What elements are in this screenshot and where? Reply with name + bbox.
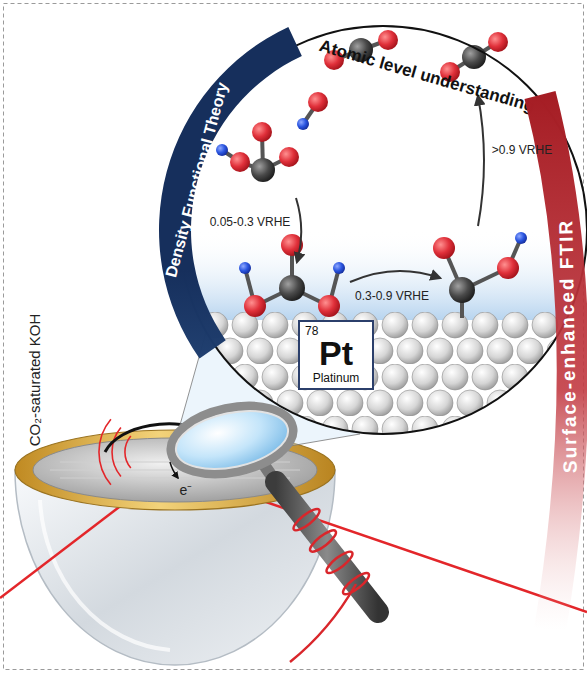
electrolyte-haze: [170, 230, 587, 320]
cone-line: [290, 434, 360, 446]
atr-prism: [0, 430, 587, 665]
element-box: 78PtPlatinum: [298, 320, 374, 390]
method-band: Density Functional Theory: [150, 0, 390, 360]
band-shape: [159, 27, 302, 358]
ir-waves: [99, 419, 131, 485]
adsorbed-carboxyl: [433, 232, 527, 318]
bicarbonate: [216, 122, 299, 182]
element-name: Platinum: [313, 372, 360, 384]
reaction-arrow: [350, 271, 440, 282]
potential-label: >0.9 VRHE: [492, 144, 552, 156]
magnifier-lens: [165, 396, 300, 484]
electrolyte-label: CO₂-saturated KOH: [27, 314, 42, 447]
wave-arc: [125, 436, 131, 468]
magnifier: [165, 396, 378, 662]
atomic-number: 78: [305, 325, 318, 337]
reaction-arrow: [296, 198, 301, 262]
prism-highlight: [40, 500, 170, 650]
magnifier-handle: [276, 482, 378, 612]
adsorbed-carbonate: [239, 234, 345, 317]
element-symbol: Pt: [319, 336, 353, 370]
reaction-arrow: [478, 96, 484, 226]
heater-coil: [290, 506, 372, 662]
electron-label: e⁻: [180, 483, 193, 497]
wave-arc: [112, 428, 121, 477]
potential-label: 0.05-0.3 VRHE: [210, 216, 291, 228]
wave-arc: [99, 419, 111, 485]
circle-title: Atomic level understanding: [318, 37, 537, 115]
band-title: Surface-enhanced FTIR: [556, 219, 579, 474]
lens-rim: [171, 402, 294, 479]
reaction-arrows: [296, 96, 484, 282]
node-outline: [150, 0, 390, 360]
method-band: Surface-enhanced FTIR: [480, 80, 587, 640]
potential-label: 0.3-0.9 VRHE: [355, 290, 429, 302]
